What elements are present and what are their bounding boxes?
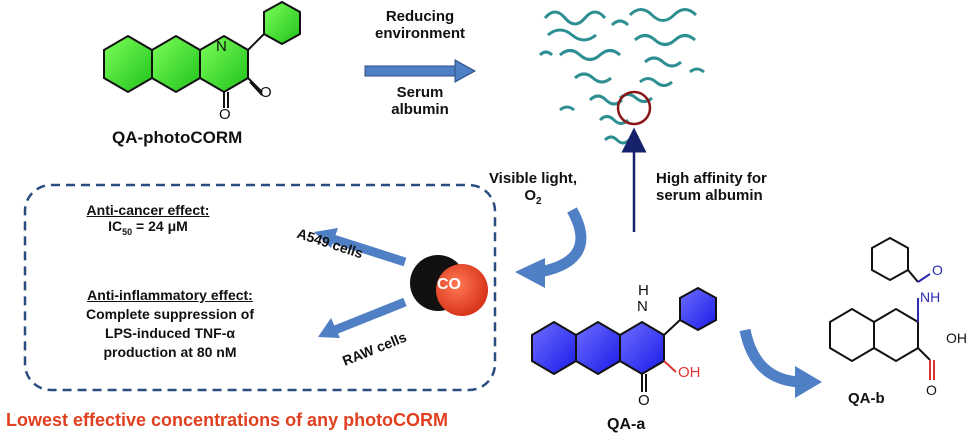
qa-a-ring-2	[575, 320, 621, 376]
affinity-line-2: serum albumin	[656, 187, 763, 205]
antiinflammatory-line-3: production at 80 nM	[103, 343, 237, 360]
qa-b-ring-2	[873, 307, 919, 363]
reducing-line-1: Reducing	[385, 8, 455, 25]
qa-a-ring-1	[531, 320, 577, 376]
qa-a-oh-group: OH	[678, 364, 701, 381]
reducing-line-2: environment	[374, 25, 465, 43]
o2-subscript: 2	[536, 196, 542, 208]
qa-b-phenyl	[871, 236, 909, 282]
anticancer-title: Anti-cancer effect:	[86, 202, 210, 218]
footer-statement: Lowest effective concentrations of any p…	[6, 410, 449, 430]
binding-site-circle	[616, 90, 652, 126]
qa-b-conversion-arrow	[739, 328, 822, 398]
qa-a-o-atom: O	[638, 392, 650, 409]
affinity-line-1: High affinity for	[656, 170, 767, 187]
qa-a-label: QA-a	[607, 416, 646, 433]
qa-photocorm-label: QA-photoCORM	[112, 128, 243, 147]
visible-light-line-1: Visible light,	[488, 170, 578, 187]
serum-albumin-protein	[538, 8, 705, 145]
antiinflammatory-title: Anti-inflammatory effect:	[87, 287, 253, 303]
visible-light-line-2: O2	[478, 187, 588, 208]
qa-b-ring-1	[829, 307, 875, 363]
qa-a-phenyl	[679, 286, 717, 332]
qa-a-ring-3	[619, 320, 665, 376]
qa-b-label: QA-b	[848, 390, 885, 407]
qa-photocorm-ring-1	[151, 34, 201, 94]
qa-a-n-atom: N	[637, 298, 648, 315]
effects-dashed-box	[23, 183, 497, 392]
qa-b-oh-group: OH	[946, 330, 967, 346]
antiinflammatory-line-2: LPS-induced TNF-α	[105, 324, 235, 341]
serum-line-1: Serum	[396, 84, 444, 101]
qa-photocorm-structure	[103, 0, 301, 108]
ic50-value: IC50 = 24 μM	[108, 218, 188, 237]
co-oxygen-atom	[436, 264, 488, 316]
qa-a-structure	[531, 286, 717, 392]
reducing-environment-label: Reducing environment	[360, 8, 480, 43]
raw-arrow	[318, 297, 407, 338]
reduction-arrow	[364, 59, 477, 83]
qa-photocorm-ring-3	[103, 34, 153, 94]
qa-photocorm-o-atom-1: O	[219, 106, 231, 123]
serum-line-2: albumin	[391, 101, 449, 119]
antiinflammatory-line-1: Complete suppression of	[85, 305, 255, 322]
qa-b-structure	[829, 236, 935, 380]
a549-arrow	[314, 228, 407, 267]
qa-photocorm-o-atom-2: O	[260, 84, 272, 101]
high-affinity-label: High affinity for serum albumin	[656, 170, 767, 205]
qa-photocorm-phenyl	[263, 0, 301, 46]
serum-albumin-label: Serum albumin	[360, 84, 480, 119]
qa-photocorm-n-atom: N	[216, 38, 227, 55]
co-label: CO	[437, 276, 461, 293]
visible-light-arrow	[515, 207, 587, 288]
qa-b-o-atom-2: O	[926, 382, 937, 398]
antiinflammatory-block: Anti-inflammatory effect: Complete suppr…	[70, 286, 270, 362]
anticancer-block: Anti-cancer effect: IC50 = 24 μM	[78, 202, 218, 237]
visible-light-label: Visible light, O2	[478, 170, 588, 208]
qa-b-o-atom-1: O	[932, 262, 943, 278]
o2-main: O	[524, 187, 537, 205]
qa-a-h-atom: H	[638, 282, 649, 299]
qa-b-nh-group: NH	[920, 289, 941, 305]
